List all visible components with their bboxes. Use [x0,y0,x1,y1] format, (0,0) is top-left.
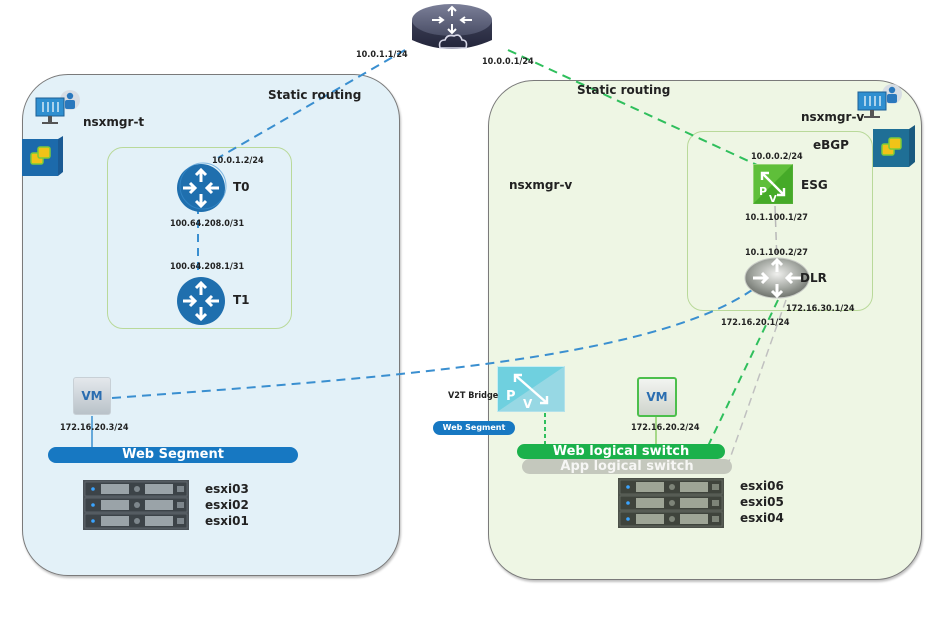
t0-downlink-ip: 100.64.208.0/31 [170,219,245,229]
bridge-web-segment-badge: Web Segment [433,421,515,435]
svg-text:V: V [523,397,533,411]
management-console-icon [857,84,902,118]
upstream-left-ip: 10.0.1.1/24 [356,50,408,60]
nsx-v-vm-ip: 172.16.20.2/24 [631,423,700,433]
esg-uplink-ip: 10.0.0.2/24 [751,152,803,162]
t1-uplink-ip: 100.64.208.1/31 [170,262,245,272]
app-logical-switch-label: App logical switch [560,459,694,474]
dlr-app-lif-ip: 172.16.30.1/24 [786,304,855,314]
bridge-edge-icon: P V [497,366,565,412]
svg-text:P: P [506,389,516,404]
esg-label: ESG [801,178,828,192]
dlr-web-lif-ip: 172.16.20.1/24 [721,318,790,328]
vsphere-icon [22,136,63,176]
nsx-t-host-list: esxi03 esxi02 esxi01 [205,481,249,529]
nsx-v-routing-label: Static routing [577,83,671,97]
management-console-icon [35,90,80,124]
host-label: esxi05 [740,495,784,509]
nsx-v-host-list: esxi06 esxi05 esxi04 [740,478,784,526]
link-esg-to-dlr [774,205,778,263]
host-label: esxi01 [205,514,249,528]
upstream-right-ip: 10.0.0.1/24 [482,57,534,67]
nsx-v-vm: VM [637,377,677,417]
t0-label: T0 [233,180,250,194]
web-logical-switch-label: Web logical switch [552,444,690,459]
nsx-t-vm-ip: 172.16.20.3/24 [60,423,129,433]
nsx-t-manager-label: nsxmgr-t [83,115,145,129]
nsx-v-router-group [687,131,873,311]
link-dlr-to-app-switch [727,299,787,465]
nsx-v-manager-label-top: nsxmgr-v [801,110,865,124]
t0-uplink-ip: 10.0.1.2/24 [212,156,264,166]
app-logical-switch: App logical switch [522,459,732,474]
dlr-label: DLR [800,271,827,285]
bgp-label: eBGP [813,138,849,152]
nsx-t-vm-label: VM [81,389,103,403]
esg-internal-ip: 10.1.100.1/27 [745,213,808,223]
cloud-router-icon [412,4,492,49]
nsx-t-web-segment-label: Web Segment [122,447,224,462]
bridge-web-segment-label: Web Segment [442,423,506,432]
web-logical-switch: Web logical switch [517,444,725,459]
nsx-v-host-rack-icon [618,478,724,528]
esg-icon: P V [753,164,793,204]
dlr-uplink-ip: 10.1.100.2/27 [745,248,808,258]
link-upstream-to-t0 [217,49,406,159]
svg-text:V: V [769,194,777,204]
dlr-router-icon [744,257,810,299]
link-upstream-to-esg [507,49,758,166]
nsx-v-manager-label-center: nsxmgr-v [509,178,573,192]
nsx-t-vm: VM [73,377,111,415]
t1-label: T1 [233,293,250,307]
nsx-t-host-rack-icon [83,480,189,530]
nsx-t-router-group [107,147,292,329]
t1-router-icon [177,277,225,325]
host-label: esxi06 [740,479,784,493]
svg-text:P: P [759,185,767,198]
link-vm-to-dlr [111,289,753,399]
nsx-t-web-segment: Web Segment [48,447,298,463]
bridge-label: V2T Bridge [448,391,499,401]
host-label: esxi04 [740,511,784,525]
nsx-t-routing-label: Static routing [268,88,362,102]
nsx-v-vm-label: VM [646,390,668,404]
vsphere-icon [873,125,915,167]
t0-router-icon [177,162,227,212]
host-label: esxi03 [205,482,249,496]
host-label: esxi02 [205,498,249,512]
